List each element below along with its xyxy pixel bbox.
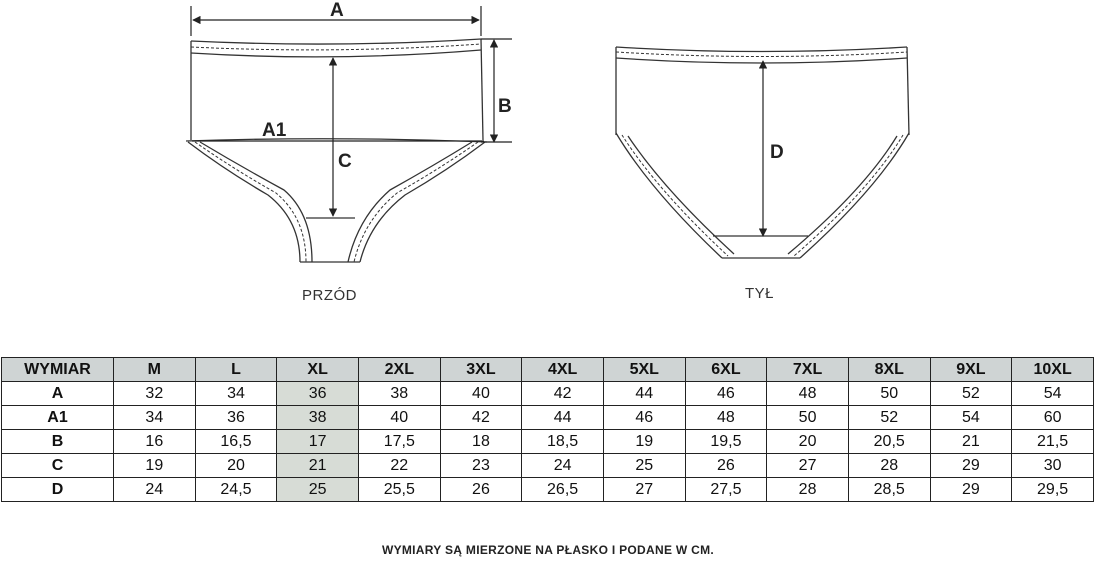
- dimension-label-d: D: [770, 142, 784, 163]
- garment-drawings: [185, 6, 910, 263]
- table-cell: 24: [521, 453, 604, 478]
- size-header-5xl: 5XL: [602, 357, 686, 382]
- table-cell: 29: [929, 453, 1013, 478]
- table-cell: 16,5: [194, 429, 278, 454]
- table-cell: 28,5: [847, 477, 931, 502]
- table-cell: 60: [1011, 405, 1094, 430]
- back-view-drawing: [615, 46, 910, 259]
- table-cell: 24: [113, 477, 196, 502]
- table-cell: 48: [766, 381, 849, 406]
- table-cell: 52: [847, 405, 931, 430]
- table-cell: 44: [602, 381, 686, 406]
- table-cell: 48: [684, 405, 768, 430]
- measurement-note: WYMIARY SĄ MIERZONE NA PŁASKO I PODANE W…: [381, 543, 715, 557]
- back-view-label: TYŁ: [745, 285, 775, 302]
- table-cell: 50: [766, 405, 849, 430]
- table-cell: 38: [357, 381, 441, 406]
- size-header-m: M: [113, 357, 196, 382]
- table-cell: 20,5: [847, 429, 931, 454]
- table-cell: 27: [602, 477, 686, 502]
- dimension-label-a: A: [330, 0, 344, 21]
- dimension-label-c: C: [338, 151, 352, 172]
- table-cell: 28: [847, 453, 931, 478]
- table-cell: 38: [276, 405, 359, 430]
- table-cell: 17: [276, 429, 359, 454]
- size-header-4xl: 4XL: [521, 357, 604, 382]
- table-cell: 17,5: [357, 429, 441, 454]
- table-cell: 20: [766, 429, 849, 454]
- measurement-header: WYMIAR: [1, 357, 114, 382]
- table-cell: 44: [521, 405, 604, 430]
- row-label: B: [1, 429, 114, 454]
- table-cell: 25,5: [357, 477, 441, 502]
- table-cell: 26: [439, 477, 523, 502]
- row-label: A1: [1, 405, 114, 430]
- size-header-8xl: 8XL: [847, 357, 931, 382]
- table-cell: 19: [113, 453, 196, 478]
- size-header-xl: XL: [276, 357, 359, 382]
- table-cell: 25: [276, 477, 359, 502]
- table-cell: 30: [1011, 453, 1094, 478]
- row-label: D: [1, 477, 114, 502]
- table-cell: 54: [929, 405, 1013, 430]
- row-label: A: [1, 381, 114, 406]
- table-cell: 16: [113, 429, 196, 454]
- table-cell: 26: [684, 453, 768, 478]
- table-cell: 21,5: [1011, 429, 1094, 454]
- size-header-l: L: [194, 357, 278, 382]
- table-cell: 34: [113, 405, 196, 430]
- table-cell: 20: [194, 453, 278, 478]
- table-cell: 27: [766, 453, 849, 478]
- table-cell: 28: [766, 477, 849, 502]
- table-cell: 52: [929, 381, 1013, 406]
- size-diagram: A B A1 C D PRZÓD TYŁ: [185, 0, 910, 304]
- table-cell: 32: [113, 381, 196, 406]
- size-header-7xl: 7XL: [766, 357, 849, 382]
- size-header-10xl: 10XL: [1011, 357, 1094, 382]
- front-view-label: PRZÓD: [302, 287, 357, 304]
- table-cell: 24,5: [194, 477, 278, 502]
- front-view-drawing: [185, 38, 488, 263]
- table-cell: 36: [194, 405, 278, 430]
- size-header-9xl: 9XL: [929, 357, 1013, 382]
- size-header-2xl: 2XL: [357, 357, 441, 382]
- table-cell: 19: [602, 429, 686, 454]
- table-cell: 42: [521, 381, 604, 406]
- size-header-6xl: 6XL: [684, 357, 768, 382]
- row-label: C: [1, 453, 114, 478]
- dimension-label-b: B: [498, 96, 512, 117]
- table-cell: 22: [357, 453, 441, 478]
- dimension-label-a1: A1: [262, 120, 287, 141]
- table-cell: 18: [439, 429, 523, 454]
- table-cell: 46: [602, 405, 686, 430]
- table-cell: 42: [439, 405, 523, 430]
- table-cell: 40: [439, 381, 523, 406]
- table-cell: 19,5: [684, 429, 768, 454]
- table-cell: 18,5: [521, 429, 604, 454]
- table-cell: 34: [194, 381, 278, 406]
- table-cell: 54: [1011, 381, 1094, 406]
- table-cell: 27,5: [684, 477, 768, 502]
- size-header-3xl: 3XL: [439, 357, 523, 382]
- front-dimension-lines: [190, 6, 512, 217]
- table-cell: 46: [684, 381, 768, 406]
- table-cell: 40: [357, 405, 441, 430]
- table-cell: 29: [929, 477, 1013, 502]
- table-cell: 26,5: [521, 477, 604, 502]
- table-cell: 36: [276, 381, 359, 406]
- table-cell: 50: [847, 381, 931, 406]
- table-cell: 21: [929, 429, 1013, 454]
- table-cell: 23: [439, 453, 523, 478]
- table-cell: 21: [276, 453, 359, 478]
- table-cell: 25: [602, 453, 686, 478]
- table-cell: 29,5: [1011, 477, 1094, 502]
